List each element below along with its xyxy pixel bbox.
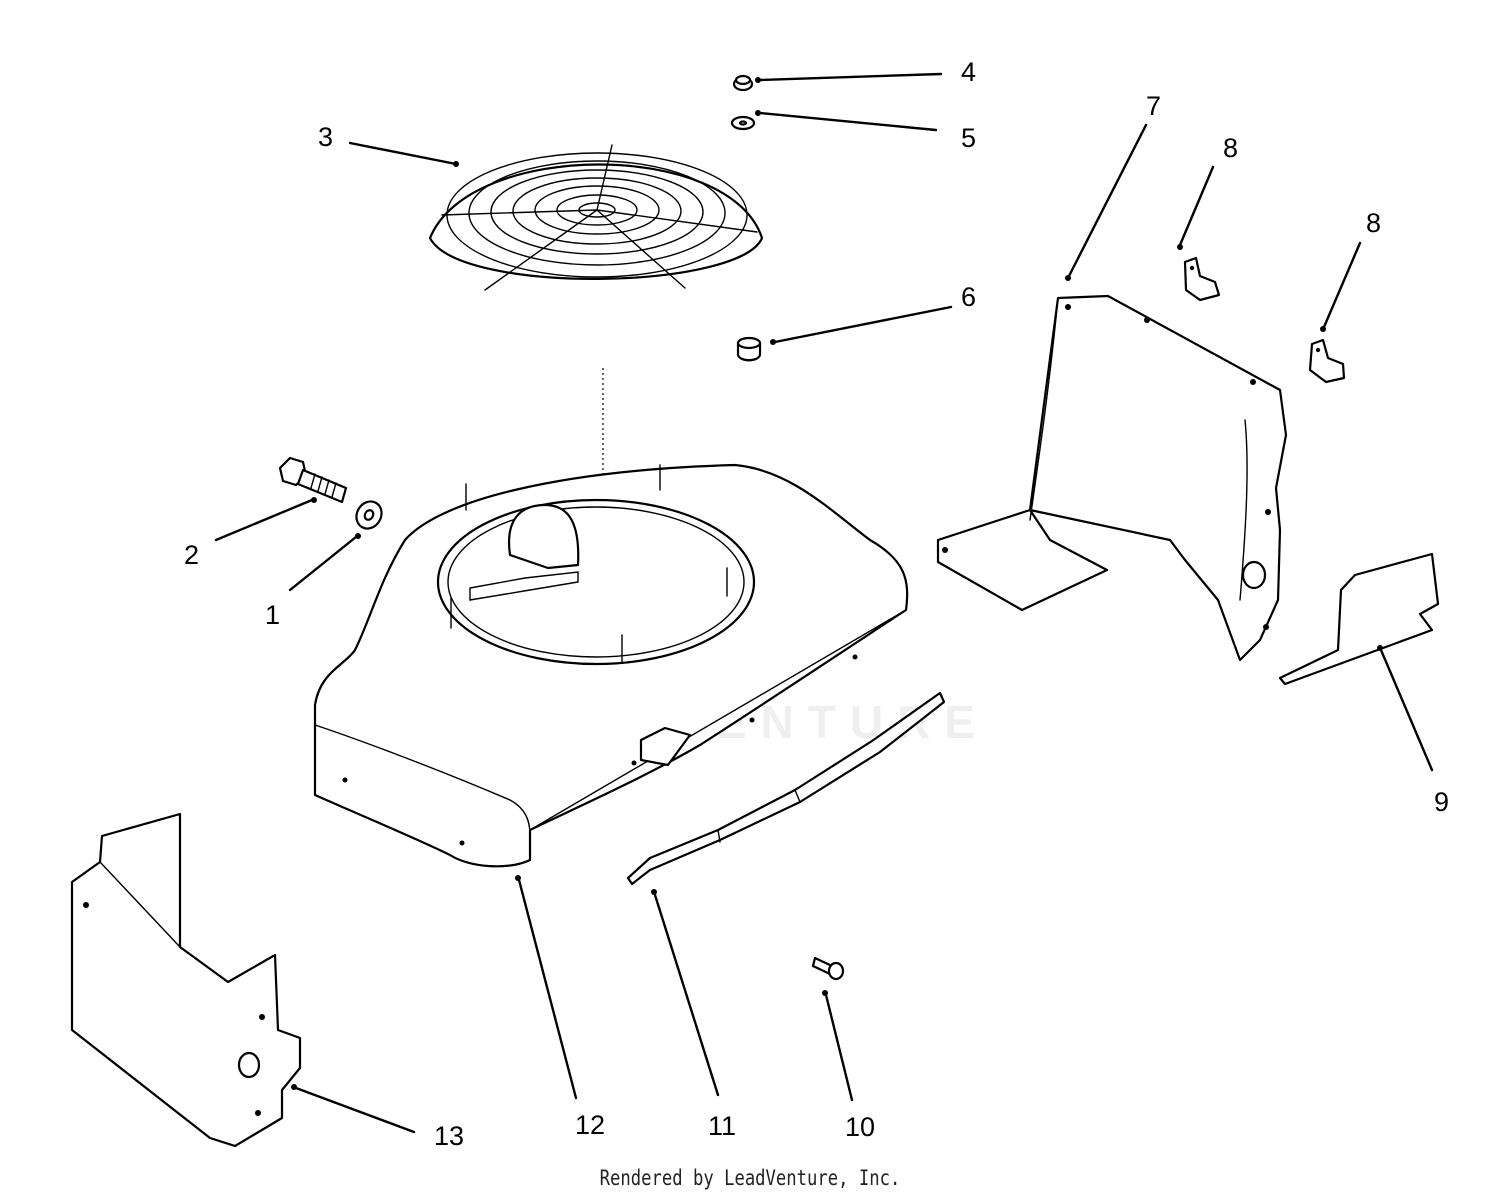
cylinder-shield-left	[70, 812, 302, 1148]
callout-7: 7	[1146, 91, 1161, 121]
callout-13: 13	[434, 1121, 464, 1151]
callout-3: 3	[318, 122, 333, 152]
callout-6: 6	[961, 282, 976, 312]
baffle-strip	[626, 691, 946, 886]
cylinder-shield-right	[936, 294, 1288, 662]
callout-8-upper: 8	[1223, 133, 1238, 163]
callout-2: 2	[184, 540, 199, 570]
callout-4: 4	[961, 57, 976, 87]
washer-small	[355, 500, 383, 530]
callout-8-lower: 8	[1366, 208, 1381, 238]
clip-upper	[1183, 256, 1221, 302]
footer-credit: Rendered by LeadVenture, Inc.	[599, 1166, 901, 1190]
washer-top	[730, 115, 756, 131]
callout-5: 5	[961, 123, 976, 153]
callout-9: 9	[1434, 787, 1449, 817]
screw	[811, 956, 845, 981]
bolt	[278, 456, 348, 504]
callout-12: 12	[575, 1110, 605, 1140]
callout-1: 1	[265, 600, 280, 630]
clip-lower	[1308, 338, 1346, 384]
fan-screen	[428, 144, 764, 291]
callout-10: 10	[845, 1112, 875, 1142]
callout-11: 11	[708, 1111, 736, 1141]
air-baffle	[1278, 552, 1440, 686]
nut	[732, 74, 754, 92]
spacer	[736, 336, 762, 362]
leader-lines	[214, 72, 1434, 1134]
blower-housing	[313, 463, 909, 868]
